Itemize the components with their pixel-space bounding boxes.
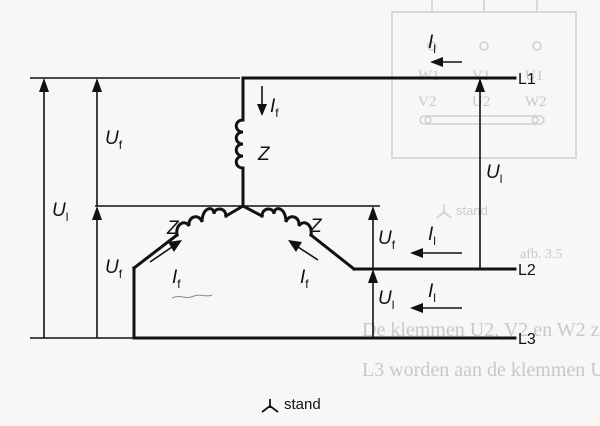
ghost-text-line-1: De klemmen U2, V2 en W2 zijn kortgeslote… <box>362 319 600 341</box>
label-il-top: Il <box>428 32 436 56</box>
voltage-arrows <box>39 78 485 338</box>
ghost-terminal-box <box>391 11 577 159</box>
ghost-star-symbol <box>436 204 452 219</box>
right-branch-wire <box>240 203 265 219</box>
label-uf-lower: Uf <box>105 257 123 281</box>
label-il-l2: Il <box>428 224 436 248</box>
labels: L1 L2 L3 Ul Uf Uf Uf Ul Ul If Il Il Il I… <box>52 32 536 348</box>
current-arrows <box>149 57 462 313</box>
coil-top <box>234 118 245 170</box>
label-z-left: Z <box>166 218 180 239</box>
label-l1: L1 <box>518 71 536 88</box>
ghost-figure-label: afb. 3.5 <box>520 247 562 262</box>
ghost-terminal-v2: V2 <box>418 94 436 110</box>
coil-left <box>175 207 228 237</box>
pencil-scribble <box>171 294 213 299</box>
label-uf-upper: Uf <box>105 128 123 152</box>
right-branch-diagonal <box>308 232 357 272</box>
ghost-terminal-u1: U1 <box>525 68 543 84</box>
label-ul-right: Ul <box>486 162 502 186</box>
background-bleed-through: W1 V1 U1 V2 U2 W2 stand afb. 3.5 De klem… <box>362 0 600 381</box>
reference-lines <box>30 77 380 339</box>
label-uf-right: Uf <box>378 228 396 252</box>
left-branch-diagonal <box>131 232 180 271</box>
label-z-right: Z <box>309 216 323 237</box>
ghost-caption: stand <box>456 203 488 218</box>
label-if-right: If <box>300 267 309 291</box>
ghost-terminal-v1: V1 <box>472 68 490 84</box>
ghost-terminal-u2: U2 <box>472 94 490 110</box>
ghost-text-line-2: L3 worden aan de klemmen U1, V1 en W1 ge <box>362 359 600 381</box>
coil-right <box>260 207 313 237</box>
left-branch-wire <box>223 203 246 219</box>
label-il-l3: Il <box>428 281 436 305</box>
label-if-top: If <box>270 96 279 120</box>
arrow-if-left <box>149 246 173 263</box>
label-l3: L3 <box>518 331 536 348</box>
label-l2: L2 <box>518 262 536 279</box>
ghost-terminal-w2: W2 <box>525 94 547 110</box>
label-ul-left: Ul <box>52 200 68 224</box>
label-if-left: If <box>172 267 181 291</box>
star-symbol-icon <box>261 399 279 413</box>
ghost-terminal-w1: W1 <box>418 68 440 84</box>
label-ul-right-lower: Ul <box>378 288 394 312</box>
label-z-top: Z <box>257 144 271 165</box>
arrow-if-right <box>297 246 319 261</box>
caption: stand <box>261 396 321 413</box>
wiring <box>131 76 517 340</box>
caption-text: stand <box>284 396 321 413</box>
